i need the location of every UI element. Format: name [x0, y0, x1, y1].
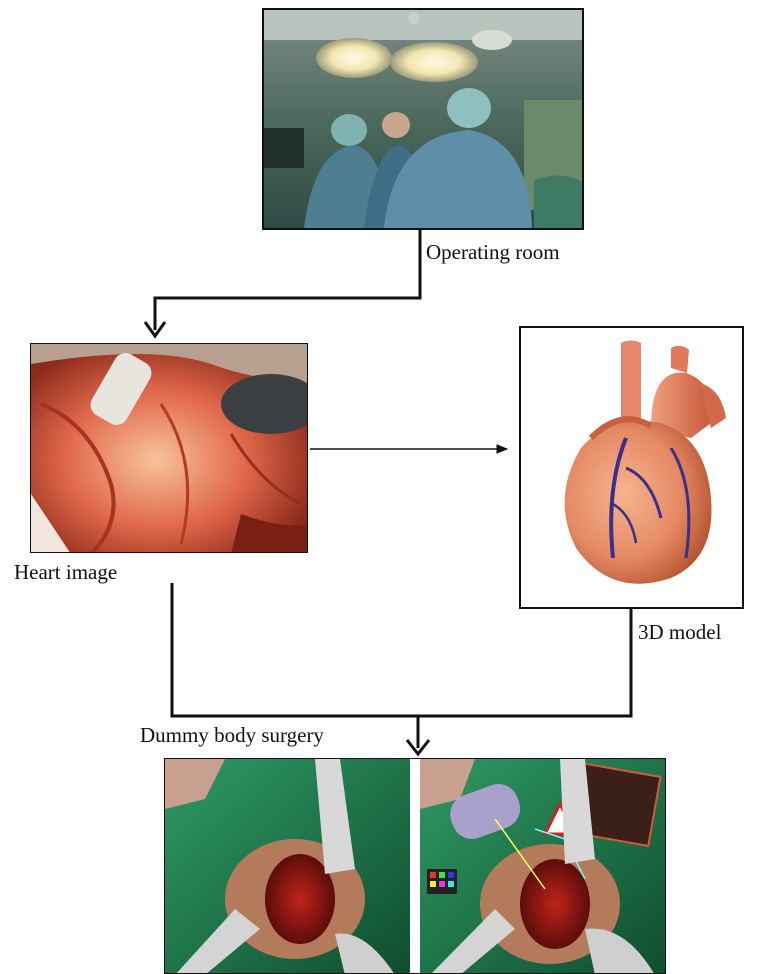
dummy-surgery-photo: [164, 758, 666, 974]
dummy-surgery-label: Dummy body surgery: [140, 723, 324, 748]
arrowhead-to-3d-model: [497, 445, 507, 453]
edge-operating-room-to-heart-image: [155, 228, 420, 330]
operating-room-photo: [262, 8, 584, 230]
heart-image-photo: [30, 343, 308, 553]
3d-model-panel: [519, 326, 744, 609]
3d-model-label: 3D model: [638, 620, 721, 645]
edge-3d-model-to-dummy-surgery: [418, 609, 631, 716]
heart-image-label: Heart image: [14, 560, 117, 585]
operating-room-label: Operating room: [426, 240, 560, 265]
